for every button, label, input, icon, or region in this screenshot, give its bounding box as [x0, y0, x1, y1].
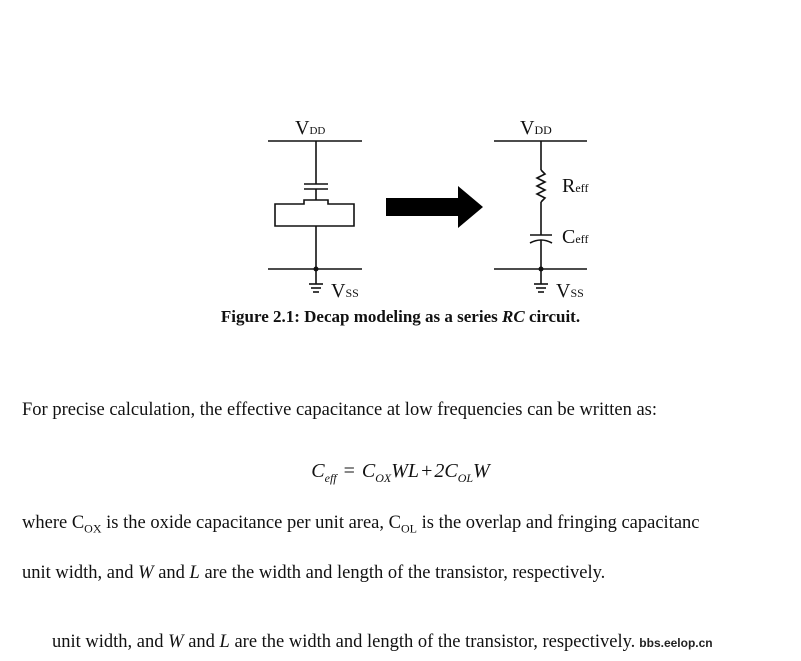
right-vss-node-dot [538, 266, 544, 272]
repeated-line-with-watermark: unit width, and W and L are the width an… [52, 632, 713, 652]
watermark-text: bbs.eelop.cn [639, 636, 713, 650]
right-vss-label: VSS [556, 280, 584, 302]
unit-width-line: unit width, and W and L are the width an… [22, 563, 606, 583]
figure-caption: Figure 2.1: Decap modeling as a series R… [220, 307, 581, 326]
intro-paragraph: For precise calculation, the effective c… [22, 400, 658, 420]
decap-model-figure: VDD VSS VDD Reff Ceff VSS [268, 117, 588, 302]
capacitance-equation: Ceff = COXWL+2COLW [311, 460, 490, 485]
capacitor-label: Ceff [562, 226, 588, 248]
right-vdd-label: VDD [520, 117, 552, 139]
left-vdd-label: VDD [295, 117, 325, 139]
left-vss-label: VSS [331, 280, 359, 302]
resistor-zigzag [535, 169, 547, 203]
transform-arrow-icon [386, 186, 483, 228]
resistor-label: Reff [562, 175, 588, 197]
where-paragraph: where COX is the oxide capacitance per u… [22, 513, 700, 536]
left-vss-node-dot [313, 266, 319, 272]
left-transistor-body [274, 189, 355, 227]
